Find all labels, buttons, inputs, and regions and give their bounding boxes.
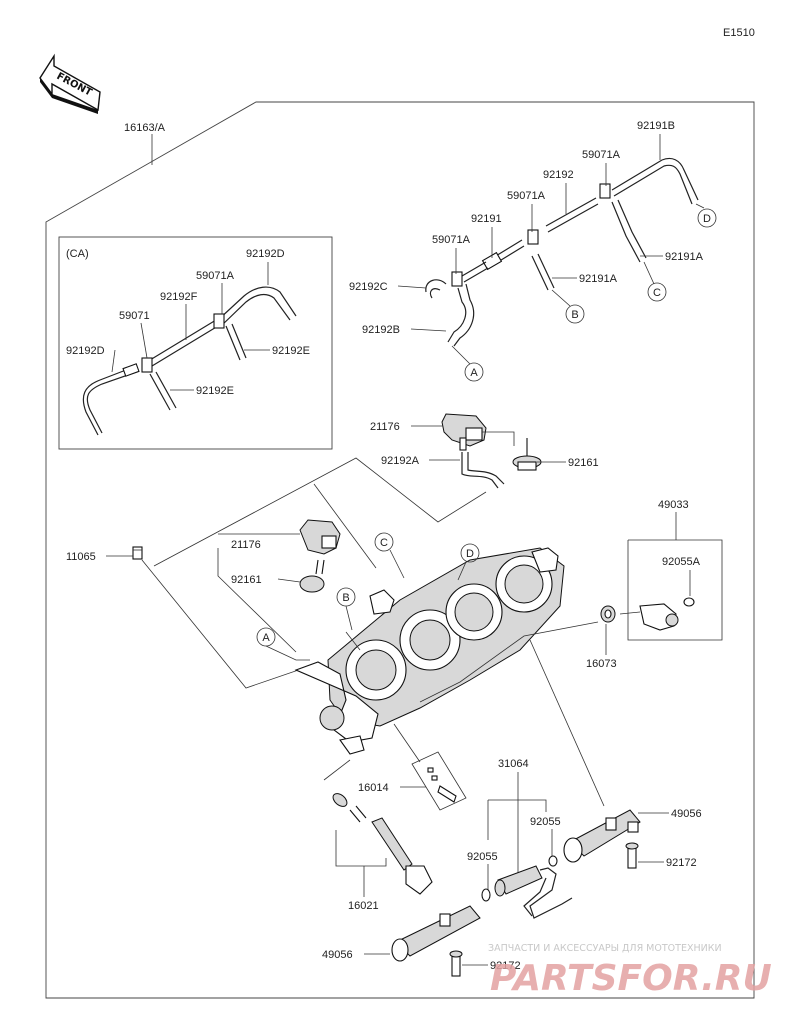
svg-text:A: A xyxy=(470,367,478,379)
hose-label-92192: 92192 xyxy=(543,169,574,181)
map-sensor-upper xyxy=(441,413,487,451)
watermark-brand: PARTSFOR.RU xyxy=(490,958,772,999)
assembly-label: 16163/A xyxy=(124,122,166,134)
plug-11065 xyxy=(132,546,143,560)
part-label-92161-lower: 92161 xyxy=(231,574,262,586)
svg-text:C: C xyxy=(653,287,661,299)
front-direction-arrow: FRONT xyxy=(39,53,101,114)
callout-a-body: A xyxy=(256,627,310,661)
callout-c-top: C xyxy=(643,261,667,302)
part-label-92172-bottom: 92172 xyxy=(490,960,521,972)
part-label-92192a: 92192A xyxy=(381,455,420,467)
throttle-body-assembly xyxy=(294,547,565,755)
inset-label-59071a: 59071A xyxy=(196,270,235,282)
callout-c-body: C xyxy=(374,532,405,579)
inset-label-92192e-right: 92192E xyxy=(272,345,310,357)
svg-text:B: B xyxy=(342,592,349,604)
part-label-92055-right: 92055 xyxy=(530,816,561,828)
inset-label-59071: 59071 xyxy=(119,310,150,322)
callout-d-body: D xyxy=(457,543,480,581)
part-label-92055-left: 92055 xyxy=(467,851,498,863)
part-label-49056-right: 49056 xyxy=(671,808,702,820)
inset-frame xyxy=(58,236,333,450)
hose-label-92192b: 92192B xyxy=(362,324,400,336)
part-label-21176-upper: 21176 xyxy=(370,421,400,433)
o-ring-16073 xyxy=(600,605,616,623)
assembly-frame xyxy=(45,101,755,999)
part-label-49033: 49033 xyxy=(658,499,689,511)
svg-text:C: C xyxy=(380,537,388,549)
injector-49033 xyxy=(619,597,695,631)
part-label-16073: 16073 xyxy=(586,658,617,670)
fitting-92161-lower xyxy=(299,559,325,593)
part-label-31064: 31064 xyxy=(498,758,529,770)
diagram-code: E1510 xyxy=(723,27,755,39)
part-label-21176-lower: 21176 xyxy=(231,539,261,551)
watermark-caption: ЗАПЧАСТИ И АКСЕССУАРЫ ДЛЯ МОТОТЕХНИКИ xyxy=(488,943,722,954)
svg-text:D: D xyxy=(466,548,474,560)
part-label-92172-right: 92172 xyxy=(666,857,697,869)
hose-label-92191: 92191 xyxy=(471,213,502,225)
inset-label-92192d-top: 92192D xyxy=(246,248,285,260)
hose-label-92191b: 92191B xyxy=(637,120,675,132)
part-label-49056-bottom: 49056 xyxy=(322,949,353,961)
delivery-pipe-bottom xyxy=(391,905,481,962)
fuel-pipe-31064 xyxy=(481,855,573,919)
part-label-92055a: 92055A xyxy=(662,556,701,568)
part-label-16014: 16014 xyxy=(358,782,389,794)
hose-label-59071a-mid: 59071A xyxy=(507,190,546,202)
svg-text:D: D xyxy=(703,213,711,225)
part-label-16021: 16021 xyxy=(348,900,379,912)
callout-d-top: D xyxy=(695,203,717,228)
callout-b-top: B xyxy=(551,289,585,324)
svg-text:A: A xyxy=(262,632,270,644)
part-label-92161-upper: 92161 xyxy=(568,457,599,469)
bolt-92172-right xyxy=(625,842,639,869)
callout-b-body: B xyxy=(336,587,356,631)
svg-text:B: B xyxy=(571,309,578,321)
map-sensor-lower xyxy=(299,519,341,555)
callout-a-top: A xyxy=(451,345,484,382)
vacuum-hose-assembly xyxy=(425,157,699,347)
hose-label-59071a-top: 59071A xyxy=(582,149,621,161)
part-label-11065: 11065 xyxy=(66,551,96,563)
hose-label-59071a-low: 59071A xyxy=(432,234,471,246)
hose-label-92191a-mid: 92191A xyxy=(579,273,618,285)
screw-16021 xyxy=(323,759,433,895)
hose-92192a xyxy=(461,452,505,489)
hose-label-92191a-right: 92191A xyxy=(665,251,704,263)
inset-label-92192d-left: 92192D xyxy=(66,345,105,357)
inset-label-92192f: 92192F xyxy=(160,291,198,303)
delivery-pipe-right xyxy=(563,809,641,863)
fitting-92161-upper xyxy=(512,438,542,471)
hose-label-92192c: 92192C xyxy=(349,281,388,293)
inset-variant-label: (CA) xyxy=(66,248,89,260)
inset-hose-system xyxy=(82,286,297,436)
inset-label-92192e-low: 92192E xyxy=(196,385,234,397)
screw-kit-16014 xyxy=(411,751,467,811)
bolt-92172-bottom xyxy=(449,950,463,977)
